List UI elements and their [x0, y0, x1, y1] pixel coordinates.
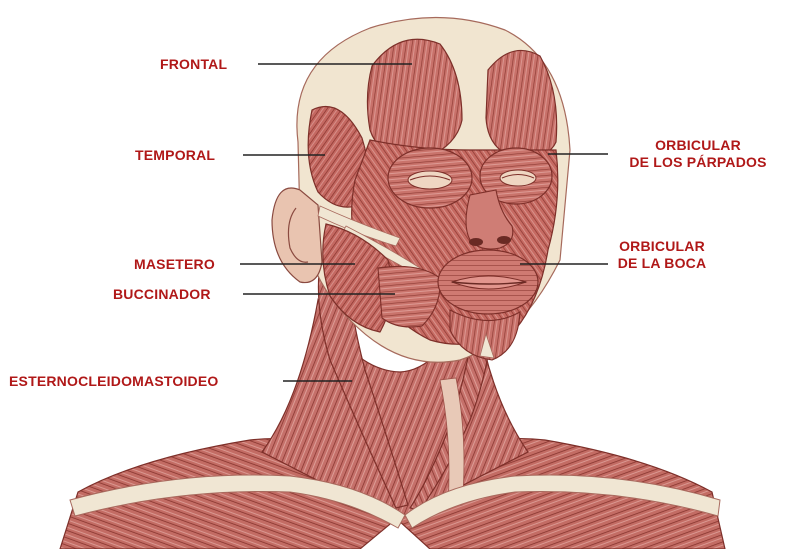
label-orbicular-boca-line1: ORBICULAR	[612, 238, 712, 255]
label-temporal: TEMPORAL	[135, 147, 215, 164]
label-orbicular-parpados-line1: ORBICULAR	[612, 137, 784, 154]
label-orbicular-parpados: ORBICULAR DE LOS PÁRPADOS	[612, 137, 784, 171]
label-esternocleidomastoideo: ESTERNOCLEIDOMASTOIDEO	[9, 373, 219, 390]
label-masetero: MASETERO	[134, 256, 215, 273]
label-orbicular-parpados-line2: DE LOS PÁRPADOS	[612, 154, 784, 171]
ear	[272, 188, 322, 283]
label-frontal: FRONTAL	[160, 56, 227, 73]
label-orbicular-boca: ORBICULAR DE LA BOCA	[612, 238, 712, 272]
label-buccinador: BUCCINADOR	[113, 286, 211, 303]
label-orbicular-boca-line2: DE LA BOCA	[612, 255, 712, 272]
